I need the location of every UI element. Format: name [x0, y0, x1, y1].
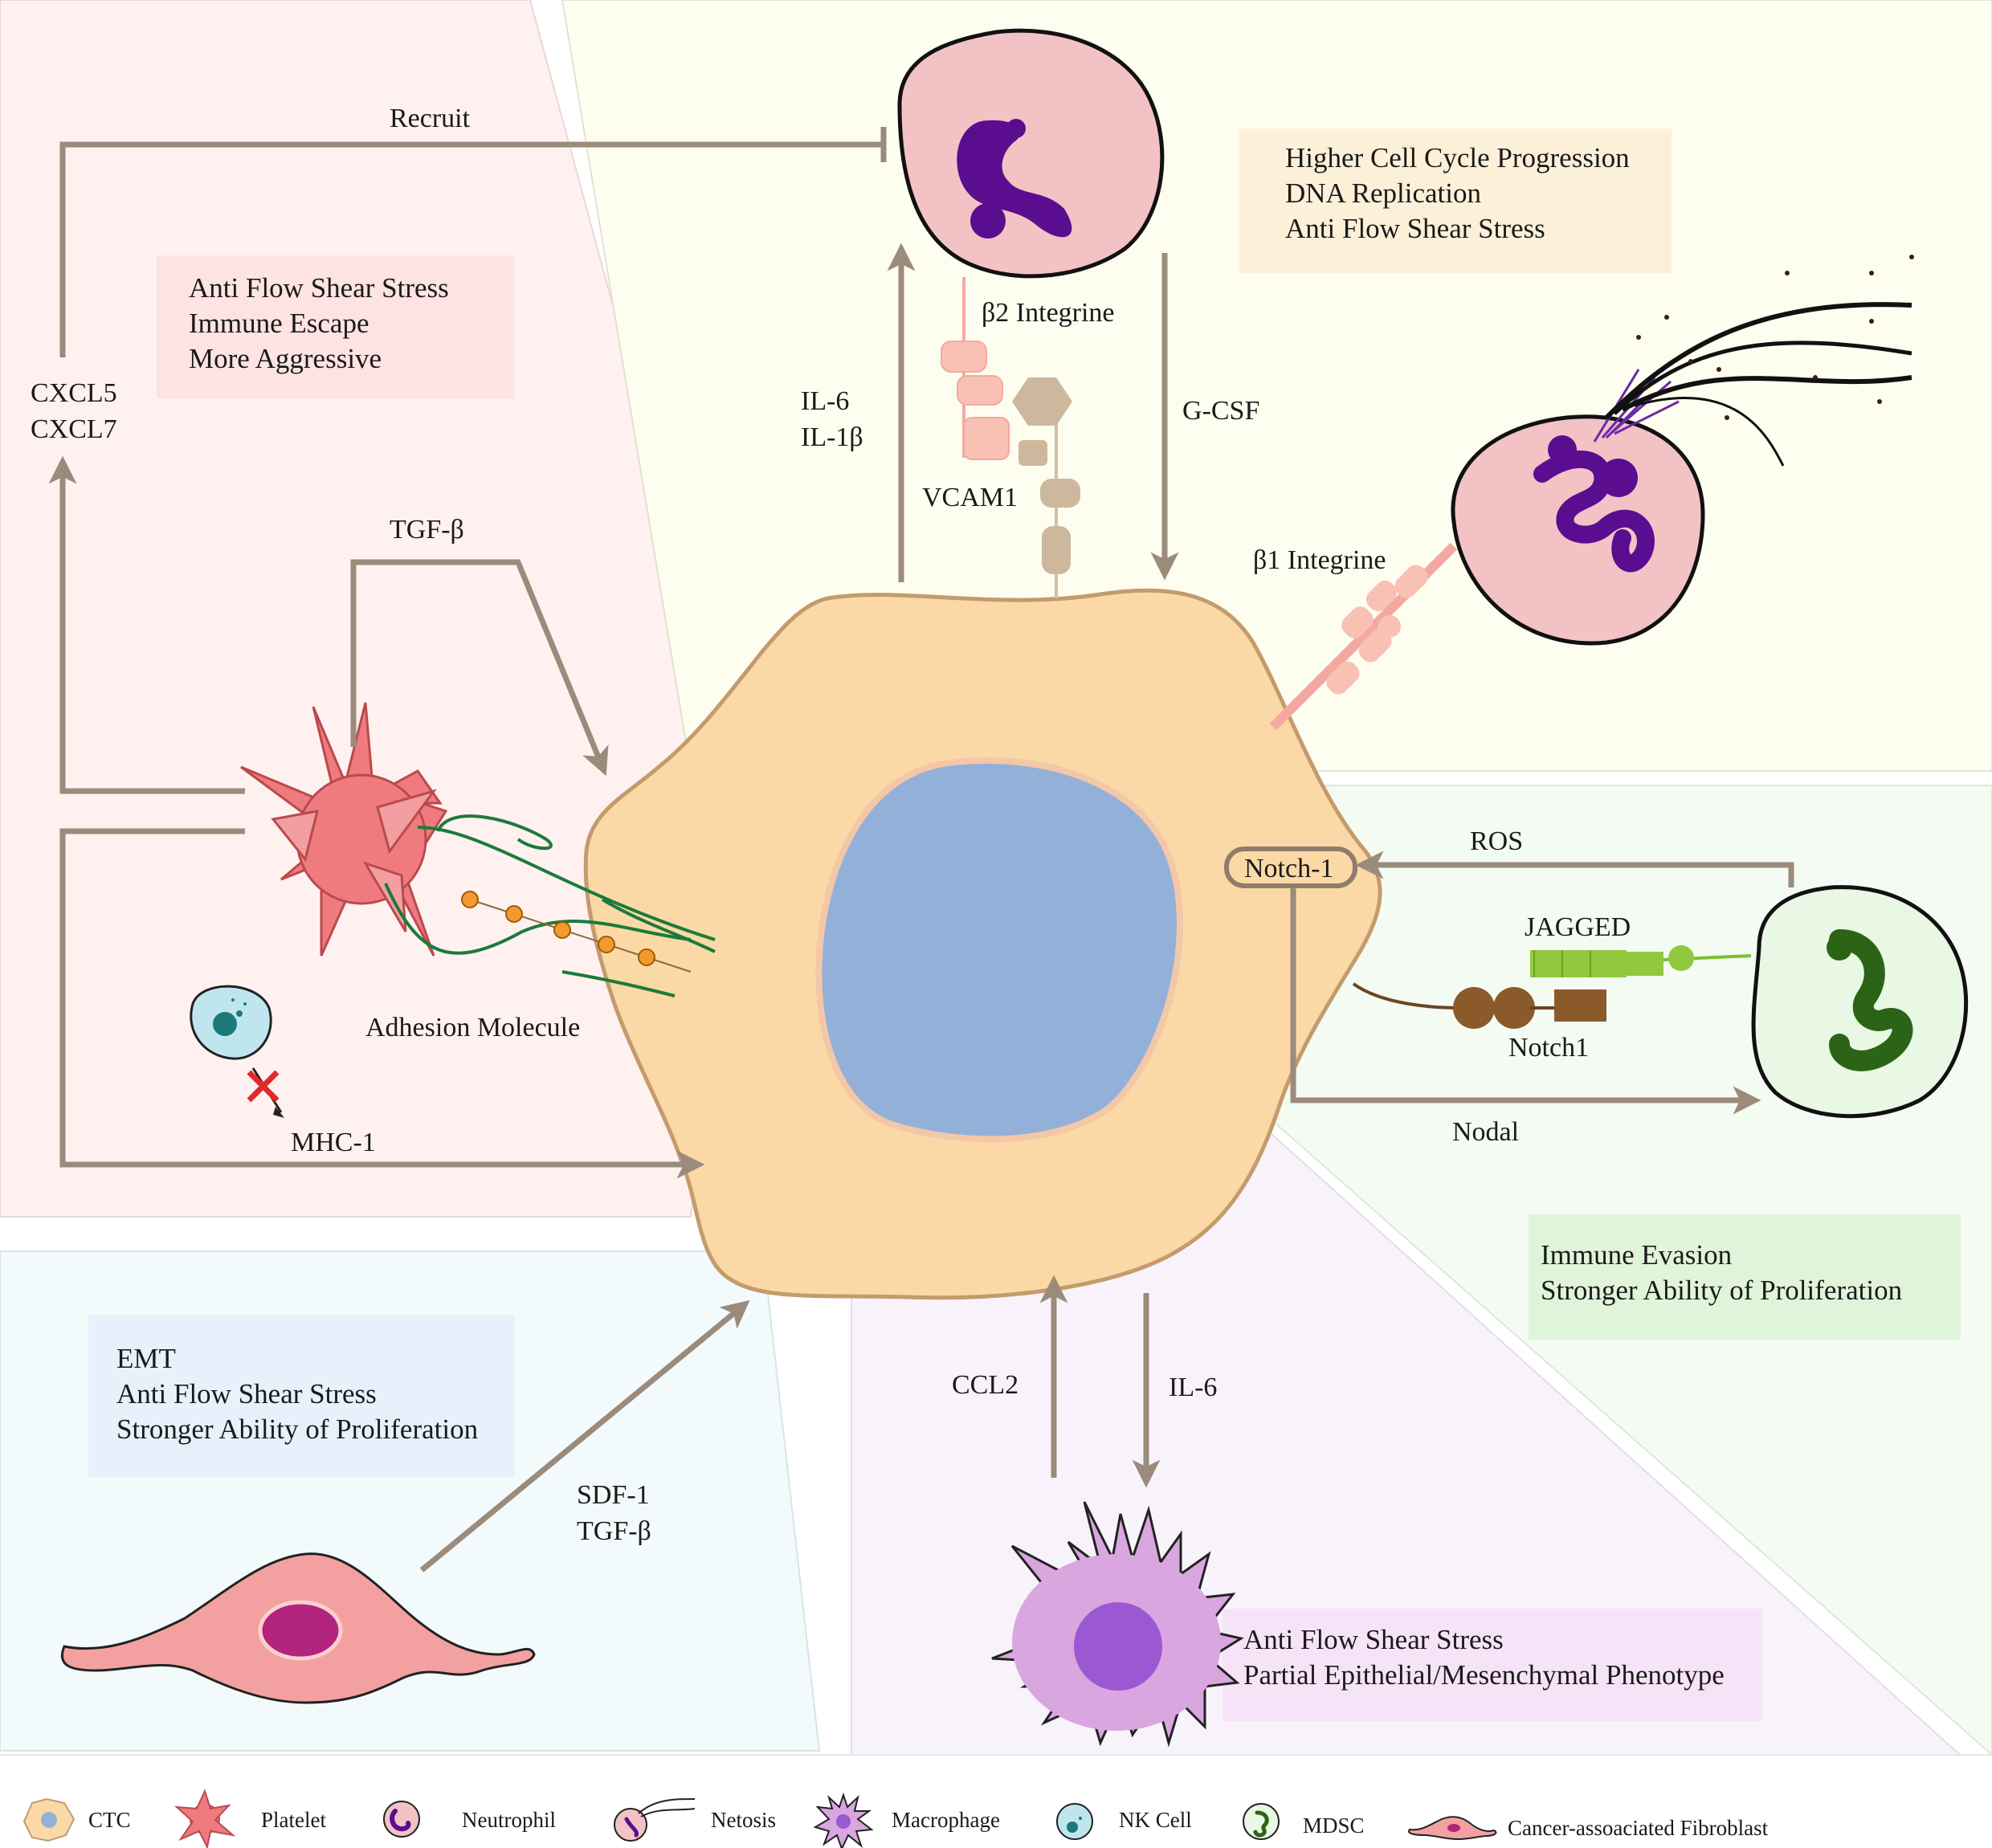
mdsc-effect-1: Immune Evasion	[1541, 1239, 1732, 1271]
legend: CTC Platelet Neutrophil Netosis Macropha…	[0, 1754, 1992, 1848]
notch1-receptor-box	[1224, 846, 1357, 888]
macrophage-icon	[813, 1792, 874, 1848]
fibroblast-effect-2: Anti Flow Shear Stress	[116, 1378, 377, 1409]
platelet-effect-1: Anti Flow Shear Stress	[189, 272, 449, 304]
adhesion-molecule-chain	[461, 891, 692, 973]
ctc-icon	[22, 1797, 76, 1842]
recruit-arrow	[59, 141, 884, 357]
cxcl7-label: CXCL7	[31, 414, 117, 444]
mdsc-effect-2: Stronger Ability of Proliferation	[1541, 1275, 1902, 1306]
fibroblast-icon	[1408, 1816, 1497, 1841]
cxcl5-label: CXCL5	[31, 378, 117, 408]
vcam1-label: VCAM1	[922, 483, 1018, 512]
neutrophil-effect-3: Anti Flow Shear Stress	[1285, 213, 1545, 244]
legend-fibroblast-label: Cancer-assoaciated Fibroblast	[1508, 1816, 1769, 1840]
ros-arrow	[1355, 851, 1794, 887]
tgf-beta-platelet-arrow	[350, 559, 609, 777]
legend-platelet-label: Platelet	[261, 1808, 326, 1832]
sdf1-label: SDF-1	[577, 1480, 650, 1510]
jagged-chain	[1530, 945, 1752, 977]
neutrophil-effect-2: DNA Replication	[1285, 177, 1481, 209]
legend-netosis-label: Netosis	[711, 1808, 776, 1832]
platelet-effect-3: More Aggressive	[189, 343, 382, 374]
nodal-label: Nodal	[1452, 1117, 1519, 1147]
b2-integrine-chain	[941, 277, 1010, 460]
jagged-label: JAGGED	[1525, 912, 1631, 942]
legend-ctc-label: CTC	[88, 1808, 131, 1832]
mdsc-cell	[1751, 885, 1969, 1119]
blocked-x-icon	[247, 1070, 280, 1103]
macrophage-effect-1: Anti Flow Shear Stress	[1243, 1624, 1504, 1655]
vcam1-chain	[1012, 377, 1080, 598]
tgf-beta-top-label: TGF-β	[390, 515, 464, 545]
il6-top-label: IL-6	[801, 386, 849, 416]
platelet-effects-box: Anti Flow Shear Stress Immune Escape Mor…	[157, 255, 514, 398]
il6-bottom-label: IL-6	[1169, 1373, 1217, 1402]
neutrophil-cell	[897, 28, 1165, 279]
notch1-label: Notch1	[1508, 1033, 1589, 1063]
nodal-arrow	[1290, 887, 1761, 1115]
b1-integrine-chain	[1269, 542, 1458, 731]
neutrophil-icon	[383, 1801, 420, 1838]
legend-neutrophil-label: Neutrophil	[462, 1808, 556, 1832]
ccl2-label: CCL2	[952, 1370, 1018, 1400]
macrophage-effect-2: Partial Epithelial/Mesenchymal Phenotype	[1243, 1659, 1725, 1691]
mdsc-icon	[1243, 1803, 1280, 1840]
recruit-label: Recruit	[390, 104, 471, 133]
mdsc-effects-box: Immune Evasion Stronger Ability of Proli…	[1529, 1214, 1961, 1340]
cxcl-arrow	[48, 455, 245, 794]
platelet-effect-2: Immune Escape	[189, 308, 369, 339]
mhc1-label: MHC-1	[291, 1128, 376, 1157]
fibroblast-effect-3: Stronger Ability of Proliferation	[116, 1414, 478, 1445]
b2-integrine-label: β2 Integrine	[982, 298, 1115, 328]
neutrophil-effect-1: Higher Cell Cycle Progression	[1285, 142, 1630, 173]
b1-integrine-label: β1 Integrine	[1253, 545, 1386, 575]
neutrophil-effects-box: Higher Cell Cycle Progression DNA Replic…	[1239, 129, 1672, 273]
platelet-cell	[240, 702, 448, 957]
notch1-chain	[1352, 982, 1606, 1029]
adhesion-molecule-strands	[384, 814, 716, 997]
il1b-label: IL-1β	[801, 422, 863, 452]
macrophage-effects-box: Anti Flow Shear Stress Partial Epithelia…	[1223, 1609, 1762, 1721]
netosis-neutrophil	[1451, 255, 1914, 646]
sdf1-tgf-beta-arrow	[419, 1299, 750, 1573]
nk-cell	[190, 985, 284, 1118]
legend-mdsc-label: MDSC	[1303, 1813, 1365, 1838]
ctc-nucleus	[815, 757, 1183, 1143]
fibroblast-effect-1: EMT	[116, 1343, 176, 1374]
nk-cell-icon	[1056, 1803, 1093, 1840]
adhesion-molecule-label: Adhesion Molecule	[365, 1013, 580, 1042]
ros-label: ROS	[1470, 826, 1523, 856]
platelet-icon	[174, 1789, 236, 1848]
legend-macrophage-label: Macrophage	[892, 1808, 1000, 1832]
ctc-cell	[583, 588, 1382, 1300]
macrophage-cell	[991, 1501, 1244, 1748]
fibroblast-effects-box: EMT Anti Flow Shear Stress Stronger Abil…	[88, 1315, 514, 1477]
notch1-receptor-label: Notch-1	[1244, 854, 1333, 883]
fibroblast-cell	[61, 1552, 536, 1704]
netosis-icon	[614, 1798, 696, 1842]
legend-nk-cell-label: NK Cell	[1119, 1808, 1192, 1832]
gcsf-label: G-CSF	[1182, 396, 1259, 426]
tgf-beta-bottom-label: TGF-β	[577, 1516, 651, 1546]
mhc1-arrow	[59, 828, 705, 1179]
